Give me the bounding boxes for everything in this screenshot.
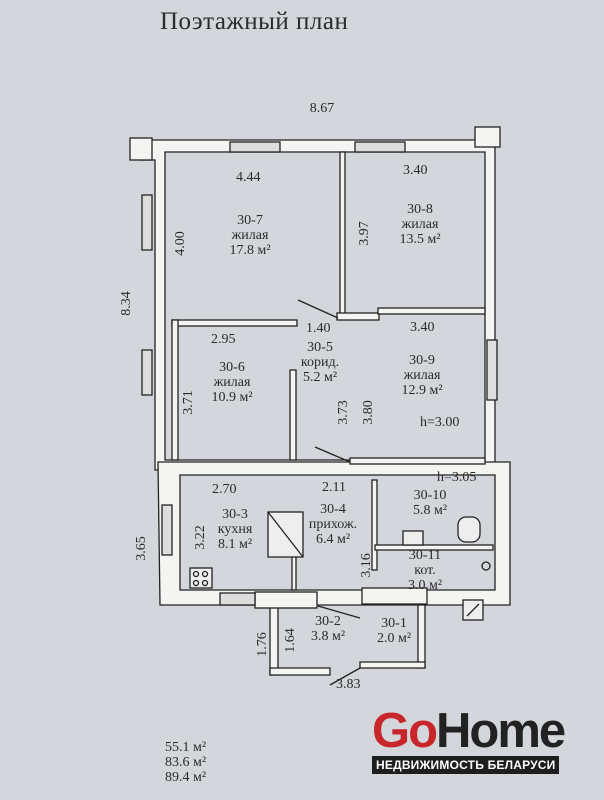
dim-overall-width: 8.67 xyxy=(309,101,335,116)
partition-wall xyxy=(377,307,486,315)
dim: 3.83 xyxy=(336,677,361,692)
entrance-slab xyxy=(254,591,318,609)
window xyxy=(486,339,498,401)
partition-wall xyxy=(289,369,297,461)
dim: 3.65 xyxy=(133,536,149,561)
stove-icon xyxy=(189,567,213,589)
entrance-slab xyxy=(361,587,428,605)
dim: 2.70 xyxy=(212,482,237,497)
window xyxy=(229,141,281,153)
dim: 1.64 xyxy=(282,628,298,653)
porch-wall-bottom2 xyxy=(359,661,426,669)
sink-icon xyxy=(402,530,424,546)
porch-wall-bottom xyxy=(269,667,331,676)
dim: 1.76 xyxy=(254,632,270,657)
wall-corner xyxy=(129,137,153,161)
dim: h=3.05 xyxy=(437,470,477,485)
gohome-logo: GoHome НЕДВИЖИМОСТЬ БЕЛАРУСИ xyxy=(372,704,566,774)
dim: 3.97 xyxy=(356,221,372,246)
dim: 2.11 xyxy=(322,480,346,495)
total-living-area: 55.1 м² xyxy=(165,740,207,755)
partition-wall xyxy=(371,479,378,571)
dim: 3.40 xyxy=(410,320,435,335)
dim: 3.80 xyxy=(360,400,376,425)
plan-title: Поэтажный план xyxy=(160,8,349,35)
porch-wall-left xyxy=(269,604,279,676)
partition-wall xyxy=(336,312,380,321)
window xyxy=(141,194,153,251)
porch-wall-right xyxy=(417,604,426,669)
dim: 3.22 xyxy=(192,525,208,550)
dim: 2.95 xyxy=(211,332,236,347)
dim: 3.71 xyxy=(180,390,196,415)
partition-wall xyxy=(374,544,494,551)
dim: 4.00 xyxy=(172,231,188,256)
dim: 3.73 xyxy=(335,400,351,425)
dim: 4.44 xyxy=(236,170,261,185)
partition-wall xyxy=(339,151,346,318)
window xyxy=(219,592,256,606)
boiler-icon xyxy=(481,561,491,571)
wall-corner xyxy=(474,126,501,148)
total-area: 83.6 м² xyxy=(165,755,207,770)
partition-wall xyxy=(349,457,486,465)
partition-wall xyxy=(171,319,179,461)
window xyxy=(354,141,406,153)
dim: h=3.00 xyxy=(420,415,460,430)
window xyxy=(161,504,173,556)
logo-tagline: НЕДВИЖИМОСТЬ БЕЛАРУСИ xyxy=(372,756,560,774)
dim: 3.16 xyxy=(358,553,374,578)
dim: 1.40 xyxy=(306,321,331,336)
partition-wall xyxy=(171,319,298,327)
dim: 3.40 xyxy=(403,163,428,178)
dim-overall-height: 8.34 xyxy=(118,291,134,316)
area-totals: 55.1 м² 83.6 м² 89.4 м² xyxy=(165,740,206,785)
window xyxy=(141,349,153,396)
total-gross-area: 89.4 м² xyxy=(165,770,207,785)
toilet-icon xyxy=(457,516,481,543)
